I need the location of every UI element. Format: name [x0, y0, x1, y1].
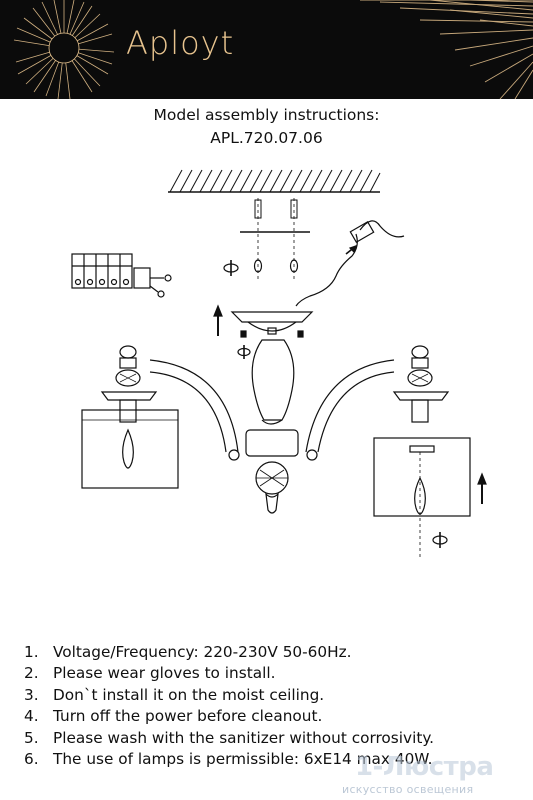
up-arrow-icon	[213, 304, 487, 504]
list-item: 5.Please wash with the sanitizer without…	[24, 728, 435, 747]
watermark-subtitle: искусство освещения	[342, 783, 474, 796]
header-banner: Aployt	[0, 0, 533, 99]
rotate-arrow-icon	[223, 260, 239, 276]
wiring-terminal-icon	[71, 253, 172, 298]
sun-burst-icon	[13, 0, 533, 99]
instruction-list: 1.Voltage/Frequency: 220-230V 50-60Hz. 2…	[24, 642, 434, 770]
ceiling-hatch-icon	[168, 169, 381, 193]
model-number: APL.720.07.06	[210, 129, 323, 147]
list-item: 2.Please wear gloves to install.	[24, 664, 276, 683]
page-title: Model assembly instructions:	[153, 106, 380, 124]
list-item: 6.The use of lamps is permissible: 6xE14…	[24, 750, 433, 769]
list-item: 4.Turn off the power before cleanout.	[24, 707, 323, 726]
list-item: 1.Voltage/Frequency: 220-230V 50-60Hz.	[24, 643, 352, 661]
watermark-logo: 1-Люстра	[355, 752, 494, 782]
brand-logo: Aployt	[126, 24, 235, 62]
chandelier-drawing	[71, 169, 487, 560]
list-item: 3.Don`t install it on the moist ceiling.	[24, 685, 325, 704]
